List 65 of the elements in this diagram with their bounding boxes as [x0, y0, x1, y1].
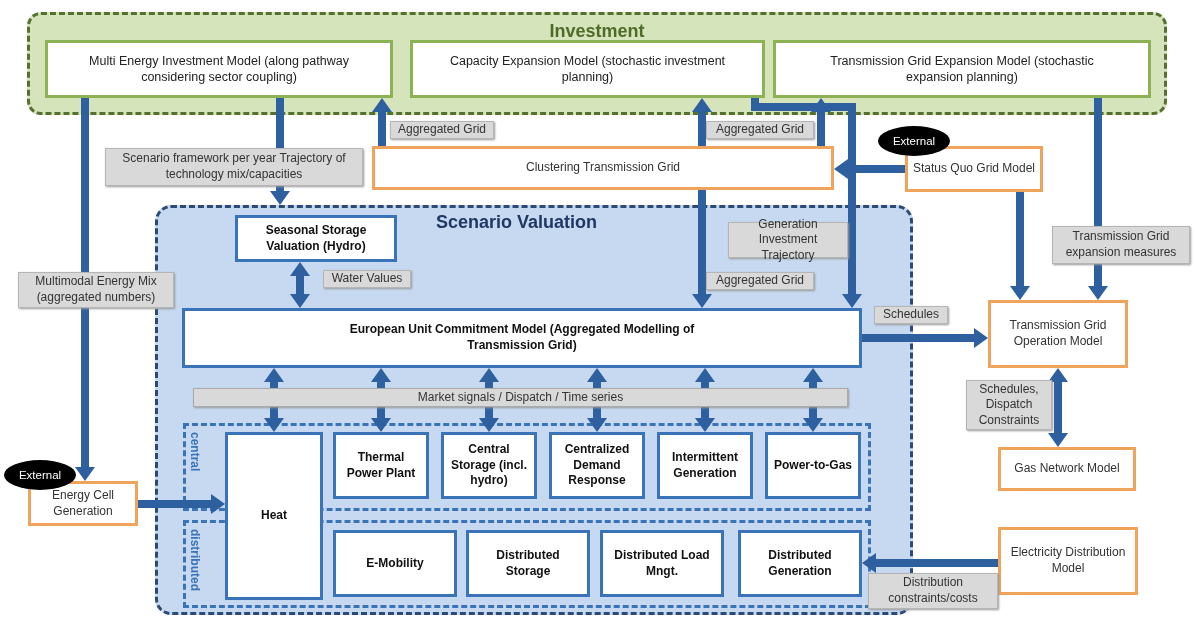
group-title: distributed: [188, 529, 202, 591]
process-box: Heat: [225, 432, 323, 600]
process-box: Distributed Load Mngt.: [600, 530, 724, 597]
edge-label: Transmission Grid expansion measures: [1052, 226, 1190, 264]
edge-label: Distribution constraints/costs: [868, 573, 998, 609]
edge-label: Schedules: [874, 306, 948, 324]
arrow: [803, 407, 823, 432]
process-box: Power-to-Gas: [765, 432, 861, 499]
arrow: [371, 368, 391, 388]
arrow: [1010, 192, 1030, 300]
edge-label: Multimodal Energy Mix (aggregated numbers): [18, 272, 174, 308]
group-frame: [27, 12, 1167, 115]
edge-label: Water Values: [323, 270, 411, 288]
arrow: [803, 368, 823, 388]
process-box: Centralized Demand Response: [549, 432, 645, 499]
arrow: [290, 262, 310, 308]
arrow: [692, 98, 712, 146]
process-box: E-Mobility: [333, 530, 457, 597]
arrow: [1048, 368, 1068, 447]
signal-band: Market signals / Dispatch / Time series: [193, 388, 848, 407]
arrow: [695, 368, 715, 388]
process-box: Distributed Generation: [738, 530, 862, 597]
arrow: [751, 98, 862, 308]
process-box: Intermittent Generation: [657, 432, 753, 499]
model-box: Multi Energy Investment Model (along pathway considering sector coupling): [45, 40, 393, 98]
process-box: Thermal Power Plant: [333, 432, 429, 499]
arrow: [834, 159, 905, 179]
arrow: [695, 407, 715, 432]
group-title: central: [188, 432, 202, 472]
arrow: [371, 407, 391, 432]
edge-label: Schedules, Dispatch Constraints: [966, 380, 1052, 430]
model-box: Gas Network Model: [998, 447, 1136, 491]
arrow: [479, 368, 499, 388]
edge-label: Aggregated Grid: [706, 121, 814, 139]
arrow: [692, 190, 712, 308]
arrow: [138, 494, 225, 514]
arrow: [587, 368, 607, 388]
edge-label: Aggregated Grid: [390, 121, 494, 139]
arrow: [479, 407, 499, 432]
model-box: Energy Cell Generation: [28, 481, 138, 526]
group-title: Investment: [549, 21, 645, 42]
model-box: Transmission Grid Operation Model: [988, 300, 1128, 368]
group-title: Scenario Valuation: [436, 212, 598, 233]
arrow: [862, 553, 998, 573]
arrow: [75, 98, 95, 481]
model-box: Status Quo Grid Model: [905, 146, 1043, 192]
external-tag: External: [4, 460, 76, 490]
arrow: [264, 368, 284, 388]
arrow: [862, 328, 988, 348]
model-box: Clustering Transmission Grid: [372, 146, 834, 190]
arrow: [811, 98, 831, 146]
arrow: [264, 407, 284, 432]
process-box: Distributed Storage: [466, 530, 590, 597]
arrow: [372, 98, 392, 146]
process-box: European Unit Commitment Model (Aggregated Modelling of Transmission Grid): [182, 308, 862, 368]
external-tag: External: [878, 126, 950, 156]
process-box: Seasonal Storage Valuation (Hydro): [235, 215, 397, 262]
model-box: Capacity Expansion Model (stochastic investment planning): [410, 40, 765, 98]
arrow: [587, 407, 607, 432]
process-box: Central Storage (incl. hydro): [441, 432, 537, 499]
edge-label: Scenario framework per year Trajectory of technology mix/capacities: [105, 148, 363, 186]
arrow: [1088, 98, 1108, 300]
model-box: Transmission Grid Expansion Model (stochastic expansion planning): [773, 40, 1151, 98]
model-box: Electricity Distribution Model: [998, 527, 1138, 595]
edge-label: Aggregated Grid: [706, 272, 814, 290]
